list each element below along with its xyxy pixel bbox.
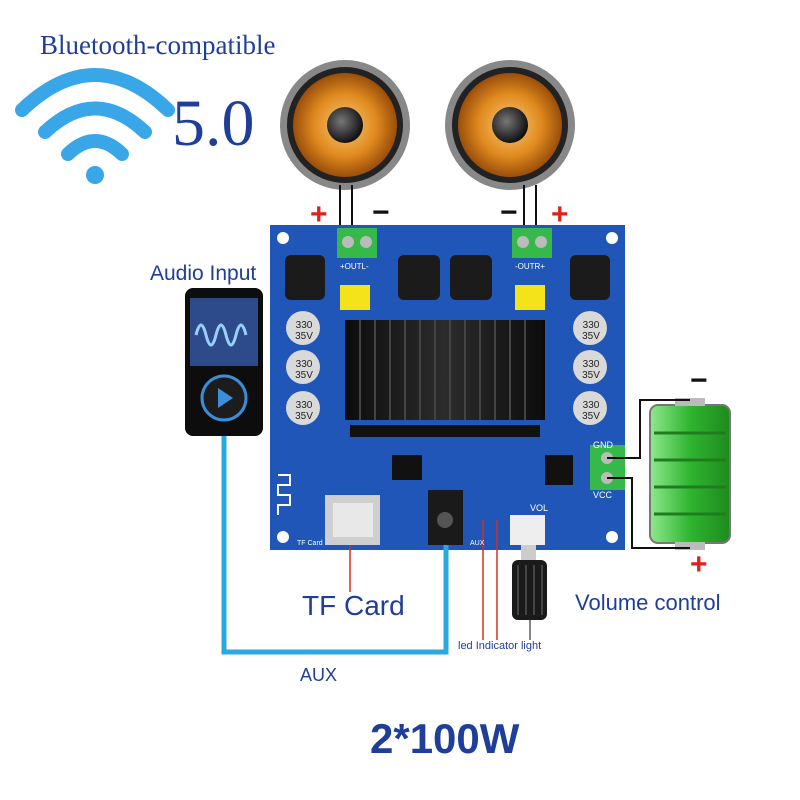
out-left-label: +OUTL- [340,262,369,271]
speaker-icon [445,60,575,190]
cap-value: 330 [582,400,600,411]
volume-control-label: Volume control [575,590,721,615]
aux-pcb-label: AUX [470,540,485,547]
cap-value: 330 [295,320,313,331]
cap-voltage: 35V [582,411,600,422]
led-indicator-label: led Indicator light [458,640,542,652]
speaker-right-minus: − [500,196,518,229]
battery-icon [649,398,731,550]
speaker-right-plus: + [551,198,569,231]
bluetooth-heading: Bluetooth-compatible [40,30,276,60]
cap-voltage: 35V [295,370,313,381]
cap-voltage: 35V [582,370,600,381]
capacitor-label: 330 35V [290,359,318,381]
capacitor-label: 330 35V [290,400,318,422]
capacitor-label: 330 35V [577,359,605,381]
aux-label: AUX [300,665,338,685]
gnd-label: GND [593,440,613,450]
battery-minus: − [690,364,708,397]
cap-voltage: 35V [582,331,600,342]
vcc-label: VCC [593,490,613,500]
tf-card-label: TF Card [302,590,405,621]
speaker-icon [280,60,410,190]
wifi-icon [15,68,175,184]
cap-value: 330 [582,359,600,370]
vol-label: VOL [530,503,549,513]
cap-value: 330 [582,320,600,331]
capacitor-label: 330 35V [577,400,605,422]
speaker-left-minus: − [372,196,390,229]
aux-cable [221,436,449,655]
out-right-label: -OUTR+ [515,262,545,271]
cap-value: 330 [295,359,313,370]
battery-plus: + [690,548,708,581]
cap-voltage: 35V [295,411,313,422]
tf-pcb-label: TF Card [297,540,323,547]
cap-voltage: 35V [295,331,313,342]
speaker-left-plus: + [310,198,328,231]
cap-value: 330 [295,400,313,411]
music-player-icon [185,288,263,436]
amplifier-board [270,225,625,620]
capacitor-label: 330 35V [290,320,318,342]
capacitor-label: 330 35V [577,320,605,342]
audio-input-label: Audio Input [150,262,257,285]
bluetooth-version: 5.0 [172,87,255,160]
power-rating: 2*100W [370,715,520,762]
